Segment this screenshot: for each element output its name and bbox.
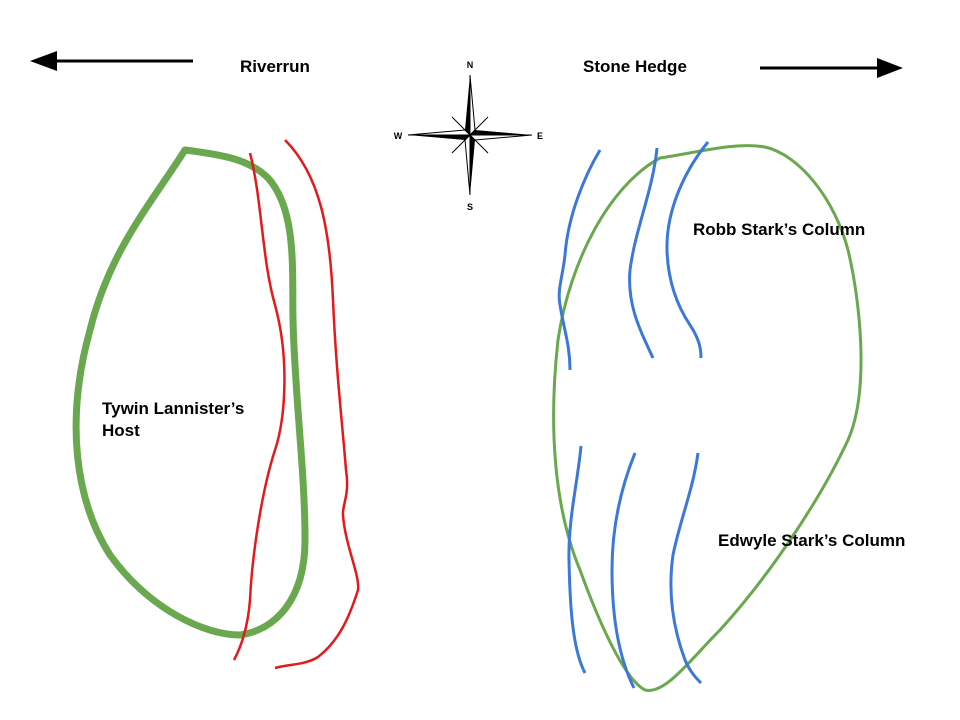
lannister-host-label-line2: Host [102, 421, 140, 440]
arrow-west [30, 51, 193, 71]
robb-column-line-1 [557, 149, 602, 371]
stark-host-outline [552, 144, 863, 692]
compass-rose-icon: N S W E [394, 60, 543, 212]
edwyle-column-label: Edwyle Stark’s Column [718, 531, 905, 550]
robb-column-line-2 [628, 147, 659, 359]
arrow-east [760, 58, 903, 78]
lannister-host-label-line1: Tywin Lannister’s [102, 399, 244, 418]
robb-column-label: Robb Stark’s Column [693, 220, 865, 239]
edwyle-column-line-1 [567, 445, 587, 674]
compass-north: N [467, 60, 474, 70]
riverrun-label: Riverrun [240, 57, 310, 76]
edwyle-column-line-3 [669, 452, 703, 685]
compass-west: W [394, 131, 403, 141]
lannister-line-outer [274, 139, 360, 670]
edwyle-column-line-2 [610, 452, 637, 689]
compass-east: E [537, 131, 543, 141]
compass-south: S [467, 202, 473, 212]
stone-hedge-label: Stone Hedge [583, 57, 687, 76]
robb-column-line-3 [665, 141, 710, 359]
lannister-line-inner [232, 152, 286, 661]
lannister-host-outline [72, 146, 309, 639]
